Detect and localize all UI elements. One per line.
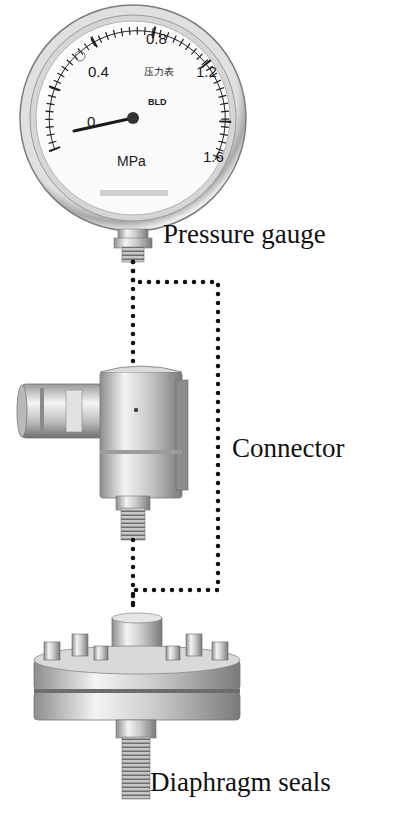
dial-label: BLD: [148, 98, 167, 107]
component-name: Pressure gauge: [163, 220, 326, 250]
connector-drawing: [17, 366, 188, 540]
component-name: Diaphragm seals: [150, 768, 331, 798]
dial-label: 0: [87, 114, 95, 129]
dial-label: 0.4: [88, 64, 109, 79]
component-box: Connector: [28, 364, 238, 540]
dial-label: 压力表: [144, 67, 174, 77]
dial-label: MPa: [117, 154, 146, 168]
dotted-link: [131, 262, 136, 364]
component-name: Connector: [232, 434, 344, 464]
component-box: Pressure gauge: [23, 4, 243, 262]
dial-label: 1.2: [196, 64, 217, 79]
dotted-link: [133, 262, 218, 612]
dial-label: 0.8: [146, 31, 167, 46]
dotted-link: [131, 540, 136, 612]
dial-label: 1.6: [203, 149, 224, 164]
component-box: Diaphragm seals: [28, 612, 238, 800]
